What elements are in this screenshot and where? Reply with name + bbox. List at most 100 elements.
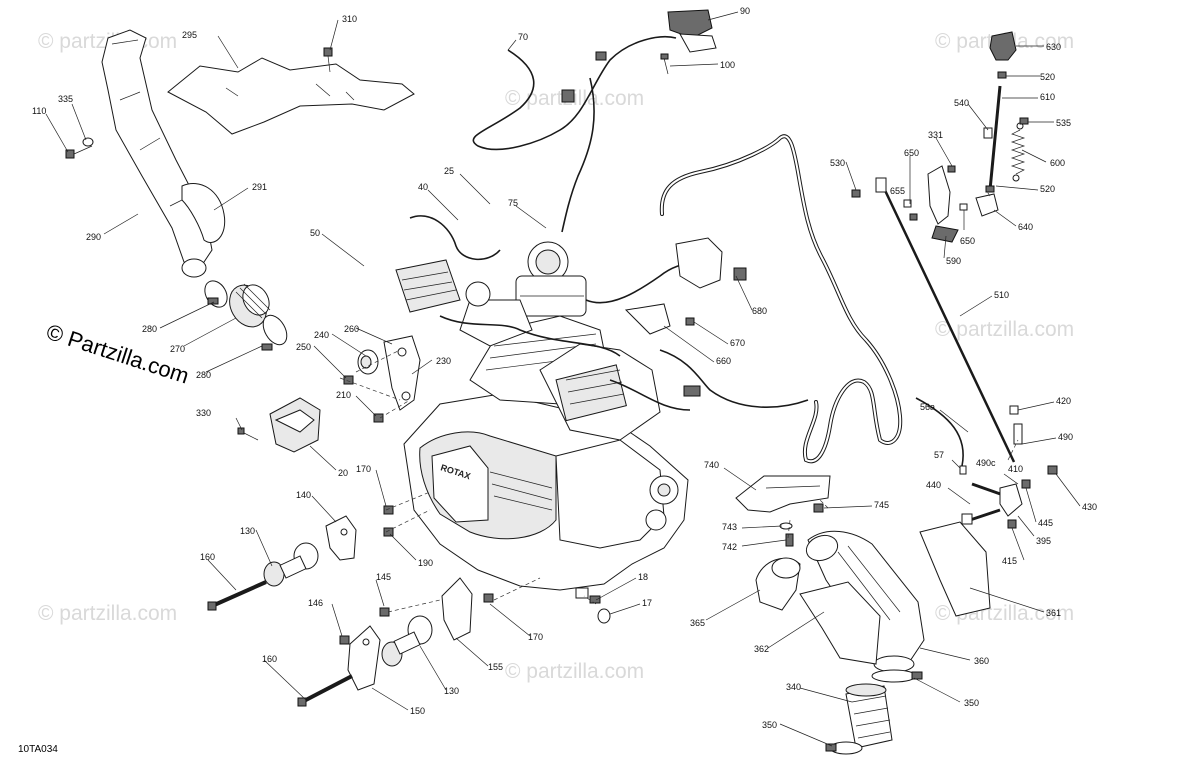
callout-530: 530 (830, 158, 845, 168)
mount-bracket-150 (347, 625, 381, 691)
watermark: © partzilla.com (505, 660, 644, 683)
leader-lines (45, 11, 1081, 747)
callout-230: 230 (436, 356, 451, 366)
bolt-310 (323, 47, 333, 73)
shield-362 (799, 581, 881, 665)
bushing-540 (983, 127, 993, 139)
adapter-365 (755, 557, 801, 611)
callout-360: 360 (974, 656, 989, 666)
callout-190: 190 (418, 558, 433, 568)
bolt-160-bottom (297, 674, 353, 707)
callout-590: 590 (946, 256, 961, 266)
callout-170: 170 (528, 632, 543, 642)
callout-160: 160 (262, 654, 277, 664)
callout-520: 520 (1040, 72, 1055, 82)
nut-190 (383, 527, 394, 537)
throttle-cable-70 (472, 36, 677, 233)
bolt-110 (65, 145, 93, 159)
callout-365: 365 (690, 618, 705, 628)
nut-170-bottom (483, 593, 494, 603)
bolt-742 (785, 533, 794, 547)
clamp-350-bottom (825, 741, 863, 755)
callout-150: 150 (410, 706, 425, 716)
nut-430 (1047, 465, 1058, 475)
hose-56a (915, 397, 964, 467)
nut-535 (1019, 117, 1029, 125)
coupler-270 (229, 283, 271, 328)
clevis-640 (975, 193, 999, 217)
callout-20: 20 (338, 468, 348, 478)
nut-520-top (997, 71, 1007, 79)
callout-655: 655 (890, 186, 905, 196)
intake-duct-290 (101, 29, 213, 278)
watermarks: © partzilla.com © partzilla.com © partzi… (38, 30, 1074, 683)
vent-hose (659, 349, 809, 408)
nut-415 (1007, 519, 1017, 529)
callout-600: 600 (1050, 158, 1065, 168)
assembly-lines (339, 189, 1019, 613)
callout-310: 310 (342, 14, 357, 24)
callout-155: 155 (488, 662, 503, 672)
callout-130: 130 (240, 526, 255, 536)
mount-bracket-155 (441, 577, 473, 641)
bracket-740 (735, 475, 831, 513)
callout-110: 110 (32, 106, 46, 116)
nut-170-top (383, 505, 394, 515)
callout-490c: 490c (976, 458, 996, 468)
sensor-680 (675, 237, 747, 289)
nut-250 (343, 375, 354, 385)
callout-440: 440 (926, 480, 941, 490)
callout-740: 740 (704, 460, 719, 470)
callout-745: 745 (874, 500, 889, 510)
bolt-160-top (207, 580, 267, 611)
callout-160: 160 (200, 552, 215, 562)
callout-146: 146 (308, 598, 323, 608)
callout-270: 270 (170, 344, 185, 354)
shift-rod-610 (988, 85, 1002, 191)
callout-610: 610 (1040, 92, 1055, 102)
duct-cover-291 (181, 183, 226, 243)
callout-295: 295 (182, 30, 197, 40)
engine-assembly: ROTAX (395, 241, 689, 599)
washer-650 (909, 203, 968, 221)
callout-535: 535 (1056, 118, 1071, 128)
callout-350: 350 (762, 720, 777, 730)
washer-335 (82, 137, 94, 147)
clamp-280-top (204, 280, 228, 308)
callout-290: 290 (86, 232, 101, 242)
callout-75: 75 (508, 198, 518, 208)
callout-445: 445 (1038, 518, 1053, 528)
callout-280: 280 (142, 324, 157, 334)
screw-100 (660, 53, 669, 75)
bushing-130-top (263, 542, 319, 587)
callout-540: 540 (954, 98, 969, 108)
callout-670: 670 (730, 338, 745, 348)
nut-145 (379, 607, 390, 617)
callout-361: 361 (1046, 608, 1061, 618)
shift-knob-630 (989, 31, 1017, 61)
spring-600 (1010, 122, 1026, 182)
callout-250: 250 (296, 342, 311, 352)
callout-335: 335 (58, 94, 73, 104)
callout-331: 331 (928, 130, 943, 140)
filter-340 (845, 683, 893, 749)
watermark: © partzilla.com (38, 602, 177, 625)
callout-395: 395 (1036, 536, 1051, 546)
callout-labels: 310 295 335 110 291 290 280 270 280 330 … (32, 6, 1097, 730)
nut-520-bottom (985, 185, 995, 193)
nut-445 (1021, 479, 1031, 489)
diagram-code: 10TA034 (18, 744, 58, 755)
connector (683, 385, 701, 397)
callout-490: 490 (1058, 432, 1073, 442)
callout-17: 17 (642, 598, 652, 608)
callout-90: 90 (740, 6, 750, 16)
callout-240: 240 (314, 330, 329, 340)
callout-640: 640 (1018, 222, 1033, 232)
watermark: © partzilla.com (935, 318, 1074, 341)
spacer-240 (357, 349, 379, 375)
callout-100: 100 (720, 60, 735, 70)
callout-260: 260 (344, 324, 359, 334)
callout-430: 430 (1082, 502, 1097, 512)
